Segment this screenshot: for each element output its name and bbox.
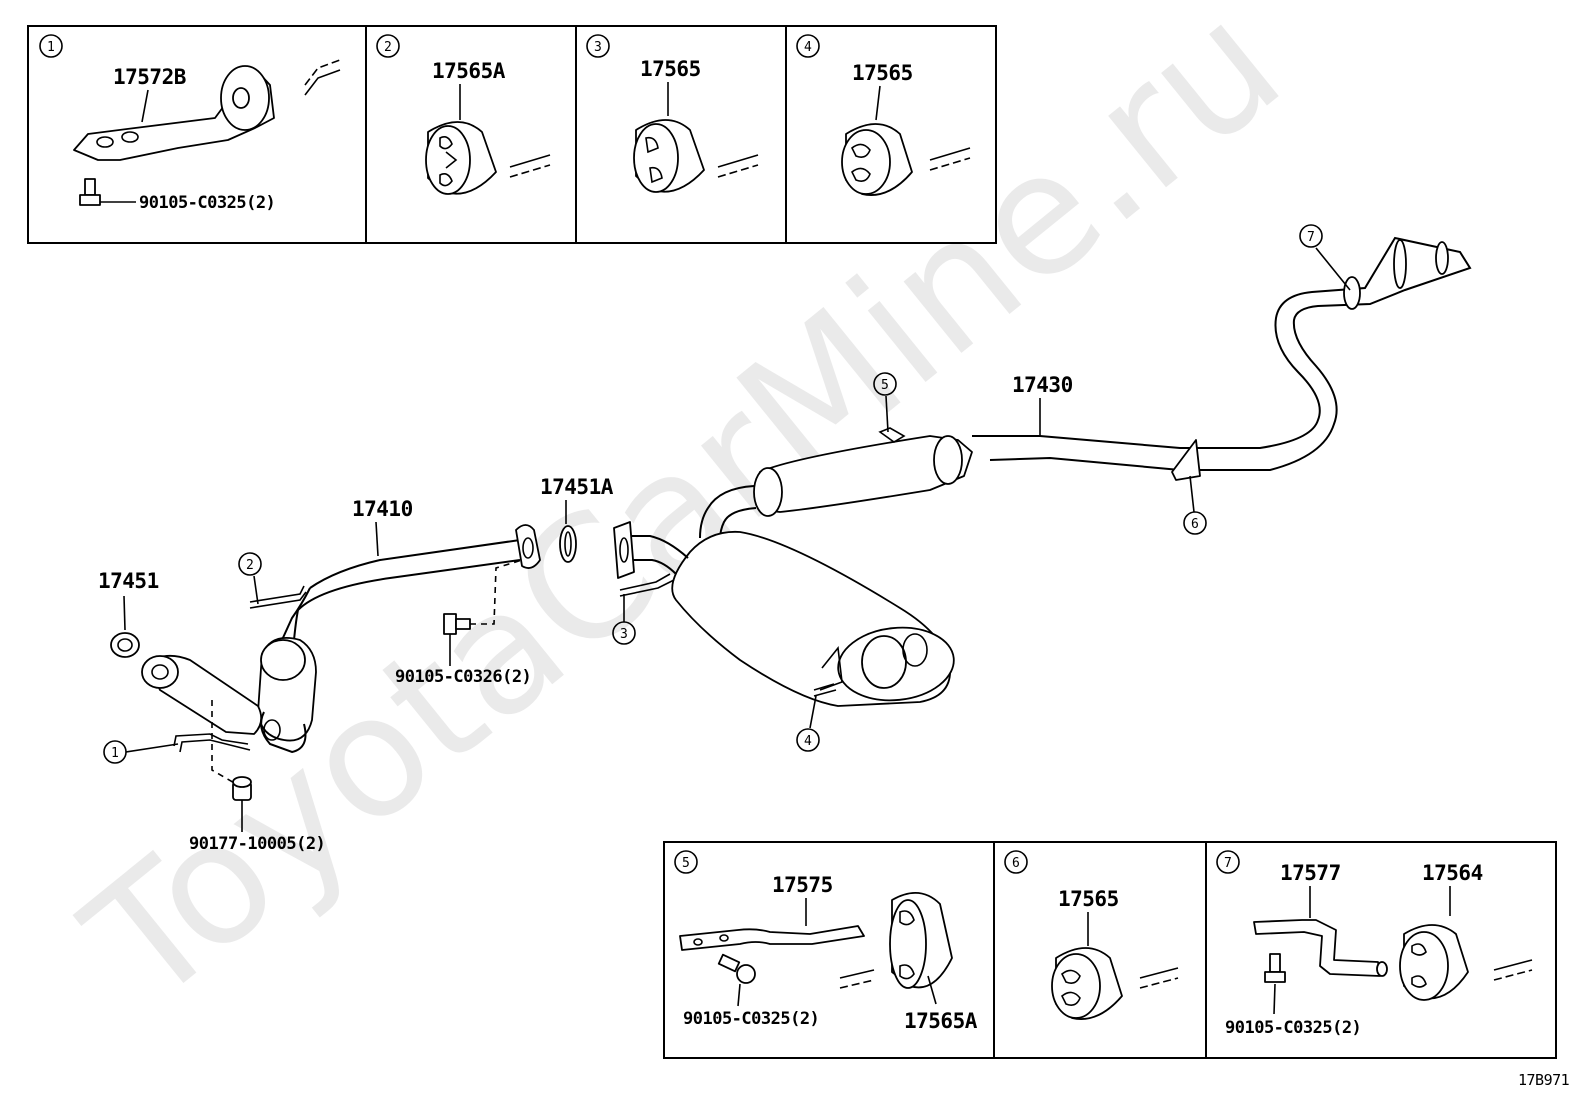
callouts: 1 2 3 4 5 6 7	[103, 224, 1351, 764]
part-label-17575: 17575	[772, 873, 833, 897]
detail-box-7-number: 7	[1224, 856, 1232, 871]
part-label-17565-box3: 17565	[640, 57, 701, 81]
callout-1: 1	[111, 746, 119, 761]
bolt-icon	[1264, 953, 1286, 983]
part-label-17564: 17564	[1422, 861, 1483, 885]
detail-box-3: 3 17565	[586, 34, 759, 193]
detail-box-3-number: 3	[594, 40, 602, 55]
hanger-bracket-17577-icon	[1253, 919, 1388, 977]
detail-boxes-top	[27, 25, 997, 244]
part-label-17410: 17410	[352, 497, 413, 521]
rubber-hanger-icon	[1051, 947, 1123, 1020]
tail-pipe-17430	[699, 236, 1472, 541]
detail-box-6: 6 17565	[1004, 850, 1179, 1020]
nut-90177-10005-icon	[232, 776, 252, 801]
callout-4: 4	[804, 734, 812, 749]
part-label-17451a: 17451A	[540, 475, 614, 499]
gasket-17451a-icon	[559, 525, 577, 563]
gasket-17451-icon	[110, 632, 140, 658]
part-label-90105-c0325-box5: 90105-C0325(2)	[683, 1009, 819, 1029]
bolt-icon	[79, 178, 101, 206]
callout-6: 6	[1191, 517, 1199, 532]
detail-box-1: 1 17572B 90105-C0325(2)	[39, 34, 341, 213]
detail-box-5-number: 5	[682, 856, 690, 871]
detail-box-6-number: 6	[1012, 856, 1020, 871]
callout-2: 2	[246, 558, 254, 573]
detail-box-5: 5 17575 90105-C0325(2) 17565A	[674, 850, 978, 1033]
bolt-icon	[717, 953, 756, 984]
callout-7: 7	[1307, 230, 1315, 245]
part-label-17572b: 17572B	[113, 65, 186, 89]
detail-box-2-number: 2	[384, 40, 392, 55]
rubber-hanger-icon	[425, 121, 497, 195]
part-label-90105-c0325-box1: 90105-C0325(2)	[139, 193, 275, 213]
front-pipe-17410	[141, 524, 541, 754]
part-label-17565-box6: 17565	[1058, 887, 1119, 911]
detail-box-7: 7 17577 17564 90105-C0325(2)	[1216, 850, 1533, 1038]
part-label-17565a-box2: 17565A	[432, 59, 506, 83]
part-label-17430: 17430	[1012, 373, 1073, 397]
rubber-hanger-icon	[1399, 924, 1469, 1001]
bracket-17572b-icon	[73, 71, 275, 161]
diagram-code: 17B971	[1518, 1071, 1570, 1089]
part-label-17565a-box5: 17565A	[904, 1009, 978, 1033]
rubber-hanger-icon	[889, 892, 953, 989]
part-label-90105-c0325-box7: 90105-C0325(2)	[1225, 1018, 1361, 1038]
part-label-17565-box4: 17565	[852, 61, 913, 85]
main-labels: 17410 17451 17451A 17430 90105-C0326(2) …	[98, 373, 1073, 854]
part-label-17577: 17577	[1280, 861, 1341, 885]
rubber-hanger-icon	[633, 119, 705, 193]
callout-3: 3	[620, 627, 628, 642]
detail-box-4-number: 4	[804, 40, 812, 55]
rubber-hanger-icon	[841, 123, 913, 196]
hanger-bracket-17575-icon	[679, 925, 865, 951]
detail-boxes-bottom	[663, 841, 1557, 1059]
callout-5: 5	[881, 378, 889, 393]
part-label-90105-c0326: 90105-C0326(2)	[395, 667, 531, 687]
detail-box-1-number: 1	[47, 40, 55, 55]
part-label-17451: 17451	[98, 569, 159, 593]
detail-box-4: 4 17565	[796, 34, 971, 196]
part-label-90177-10005: 90177-10005(2)	[189, 834, 325, 854]
rear-muffler	[613, 521, 955, 707]
detail-box-2: 2 17565A	[376, 34, 551, 195]
